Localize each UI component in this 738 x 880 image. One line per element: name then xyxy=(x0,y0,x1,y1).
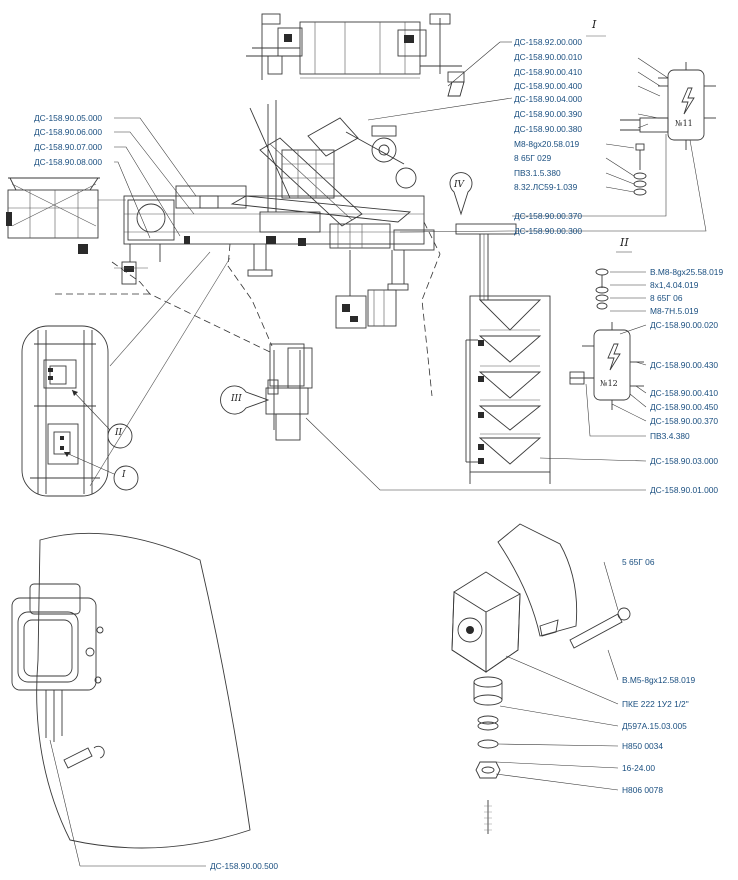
callout: 5 65Г 06 xyxy=(622,557,655,567)
junction-box-II: №12 xyxy=(569,268,644,410)
callout: ДС-158.90.04.000 xyxy=(514,94,583,104)
callout: ДС-158.90.00.500 xyxy=(210,861,279,871)
callout: М8-8gx20.58.019 xyxy=(514,139,580,149)
view-mark-I: I xyxy=(592,18,597,31)
callout: 8х1,4.04.019 xyxy=(650,280,699,290)
callout: ДС-158.90.00.380 xyxy=(514,124,583,134)
callout: В.М8-8gx25.58.019 xyxy=(650,267,724,277)
callout: ДС-158.90.08.000 xyxy=(34,157,103,167)
callout: ПВЗ.4.380 xyxy=(650,431,690,441)
callout: 8 65Г 06 xyxy=(650,293,683,303)
junction-box-I: №11 xyxy=(620,62,716,196)
callout: ДС-158.90.00.020 xyxy=(650,320,719,330)
callout: ДС-158.90.00.410 xyxy=(650,388,719,398)
callout: Н806 0078 xyxy=(622,785,663,795)
callout: 8.32.ЛС59-1.039 xyxy=(514,182,578,192)
detail-mark-I: I xyxy=(122,470,126,480)
view-mark-IV: IV xyxy=(454,180,465,190)
view-tag-IV xyxy=(449,172,473,216)
callout: ДС-158.90.00.410 xyxy=(514,67,583,77)
vertical-mast xyxy=(265,343,313,441)
right-tower xyxy=(455,223,551,484)
callout: ДС-158.90.03.000 xyxy=(650,456,719,466)
callout: ДС-158.90.00.390 xyxy=(514,109,583,119)
callout: ДС-158.90.06.000 xyxy=(34,127,103,137)
mounting-plate-panel xyxy=(11,532,251,849)
detail-circle-left xyxy=(21,325,109,497)
box-I-plate: №11 xyxy=(675,119,693,128)
callout: ДС-158.90.00.400 xyxy=(514,81,583,91)
callout: ПКЕ 222 1У2 1/2" xyxy=(622,699,689,709)
view-tag-III xyxy=(220,385,270,415)
callout: ПВЗ.1.5.380 xyxy=(514,168,561,178)
callout: ДС-158.90.05.000 xyxy=(34,113,103,123)
leader-lines xyxy=(49,41,707,867)
callout: ДС-158.90.00.010 xyxy=(514,52,583,62)
callout: В.М5-8gx12.58.019 xyxy=(622,675,696,685)
detail-dashed-leaders xyxy=(52,221,441,487)
callout: 8 65Г 029 xyxy=(514,153,552,163)
detail-mark-II: II xyxy=(115,428,123,438)
callout: ДС-158.90.07.000 xyxy=(34,142,103,152)
box-II-plate: №12 xyxy=(600,379,618,388)
gantry-assembly xyxy=(6,100,435,329)
callout: ДС-158.90.00.300 xyxy=(514,226,583,236)
callout: Н850 0034 xyxy=(622,741,663,751)
callout: ДС-158.90.00.370 xyxy=(514,211,583,221)
callout: М8-7Н.5.019 xyxy=(650,306,699,316)
callout: ДС-158.90.00.430 xyxy=(650,360,719,370)
callout: ДС-158.90.01.000 xyxy=(650,485,719,495)
callout: ДС-158.90.00.450 xyxy=(650,402,719,412)
lamp-assembly xyxy=(451,523,631,834)
detail-markers-left xyxy=(63,389,139,491)
callout: Д597А.15.03.005 xyxy=(622,721,687,731)
callout: ДС-158.90.00.370 xyxy=(650,416,719,426)
callout: 16-24.00 xyxy=(622,763,656,773)
view-mark-III: III xyxy=(231,394,242,404)
callout: ДС-158.92.00.000 xyxy=(514,37,583,47)
top-hoist-trolley xyxy=(246,13,465,97)
view-mark-II: II xyxy=(620,236,629,249)
